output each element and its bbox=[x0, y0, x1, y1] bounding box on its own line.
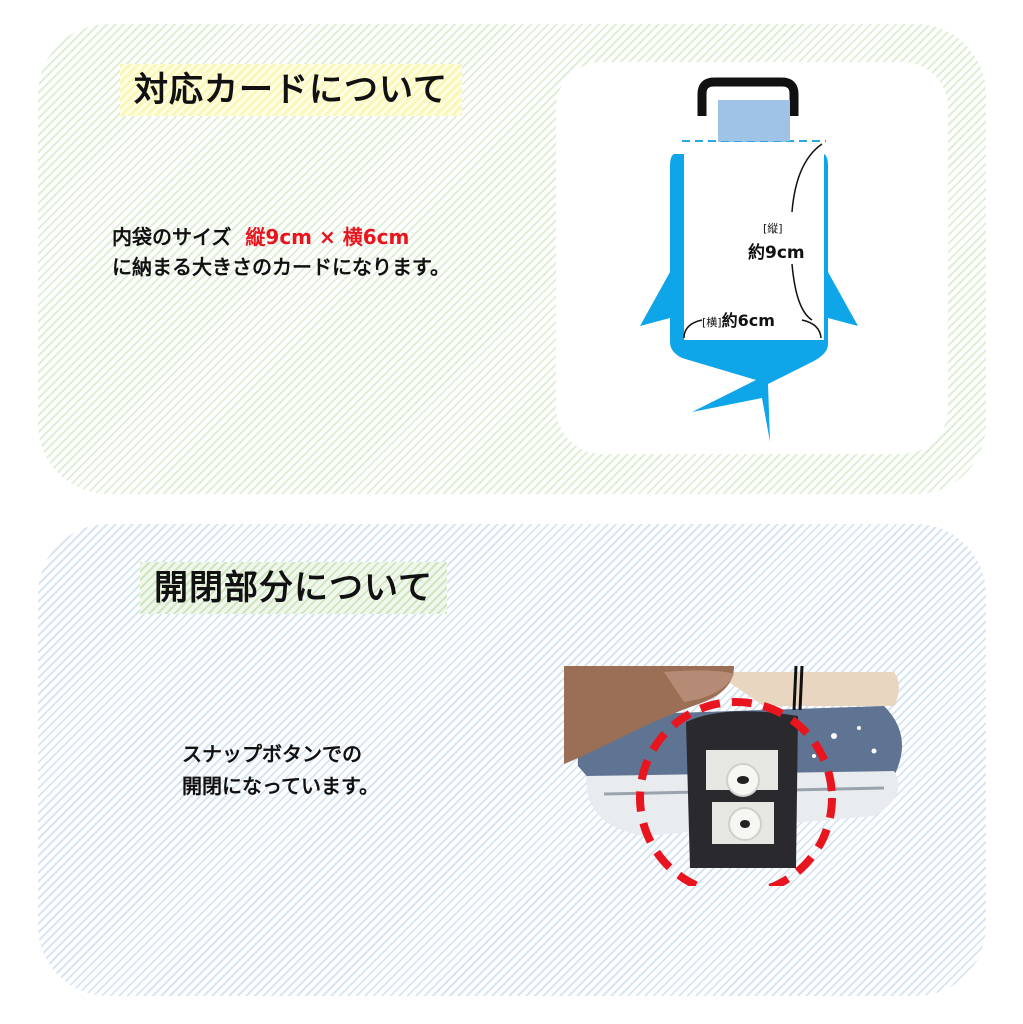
height-measurement: 約9cm bbox=[748, 243, 805, 263]
times-sign: × bbox=[319, 225, 336, 249]
closure-description: スナップボタンでの 開閉になっています。 bbox=[182, 738, 379, 802]
card-size-line-2: に納まる大きさのカードになります。 bbox=[112, 255, 450, 279]
snap-button-photo-icon bbox=[564, 666, 902, 886]
width-bracket-label: [横] bbox=[702, 316, 722, 329]
closure-line-1: スナップボタンでの bbox=[182, 742, 362, 766]
inner-bag-size-label: 内袋のサイズ bbox=[112, 225, 232, 249]
closure-line-2: 開閉になっています。 bbox=[182, 774, 379, 798]
height-bracket-label: [縦] bbox=[763, 222, 783, 235]
pouch-size-diagram: [縦] 約9cm [横]約6cm bbox=[556, 62, 948, 454]
pouch-illustration-icon bbox=[640, 77, 858, 442]
closure-info-heading: 開閉部分について bbox=[140, 562, 447, 614]
width-measurement: 約6cm bbox=[721, 311, 775, 330]
card-info-heading: 対応カードについて bbox=[120, 64, 462, 116]
height-value: 縦9cm bbox=[245, 225, 313, 249]
card-size-description: 内袋のサイズ縦9cm × 横6cm に納まる大きさのカードになります。 bbox=[112, 222, 450, 282]
width-measurement-group: [横]約6cm bbox=[702, 307, 775, 331]
snap-button-photo bbox=[564, 666, 908, 886]
width-value: 横6cm bbox=[342, 225, 410, 249]
card-size-line-1: 内袋のサイズ縦9cm × 横6cm bbox=[112, 222, 450, 252]
